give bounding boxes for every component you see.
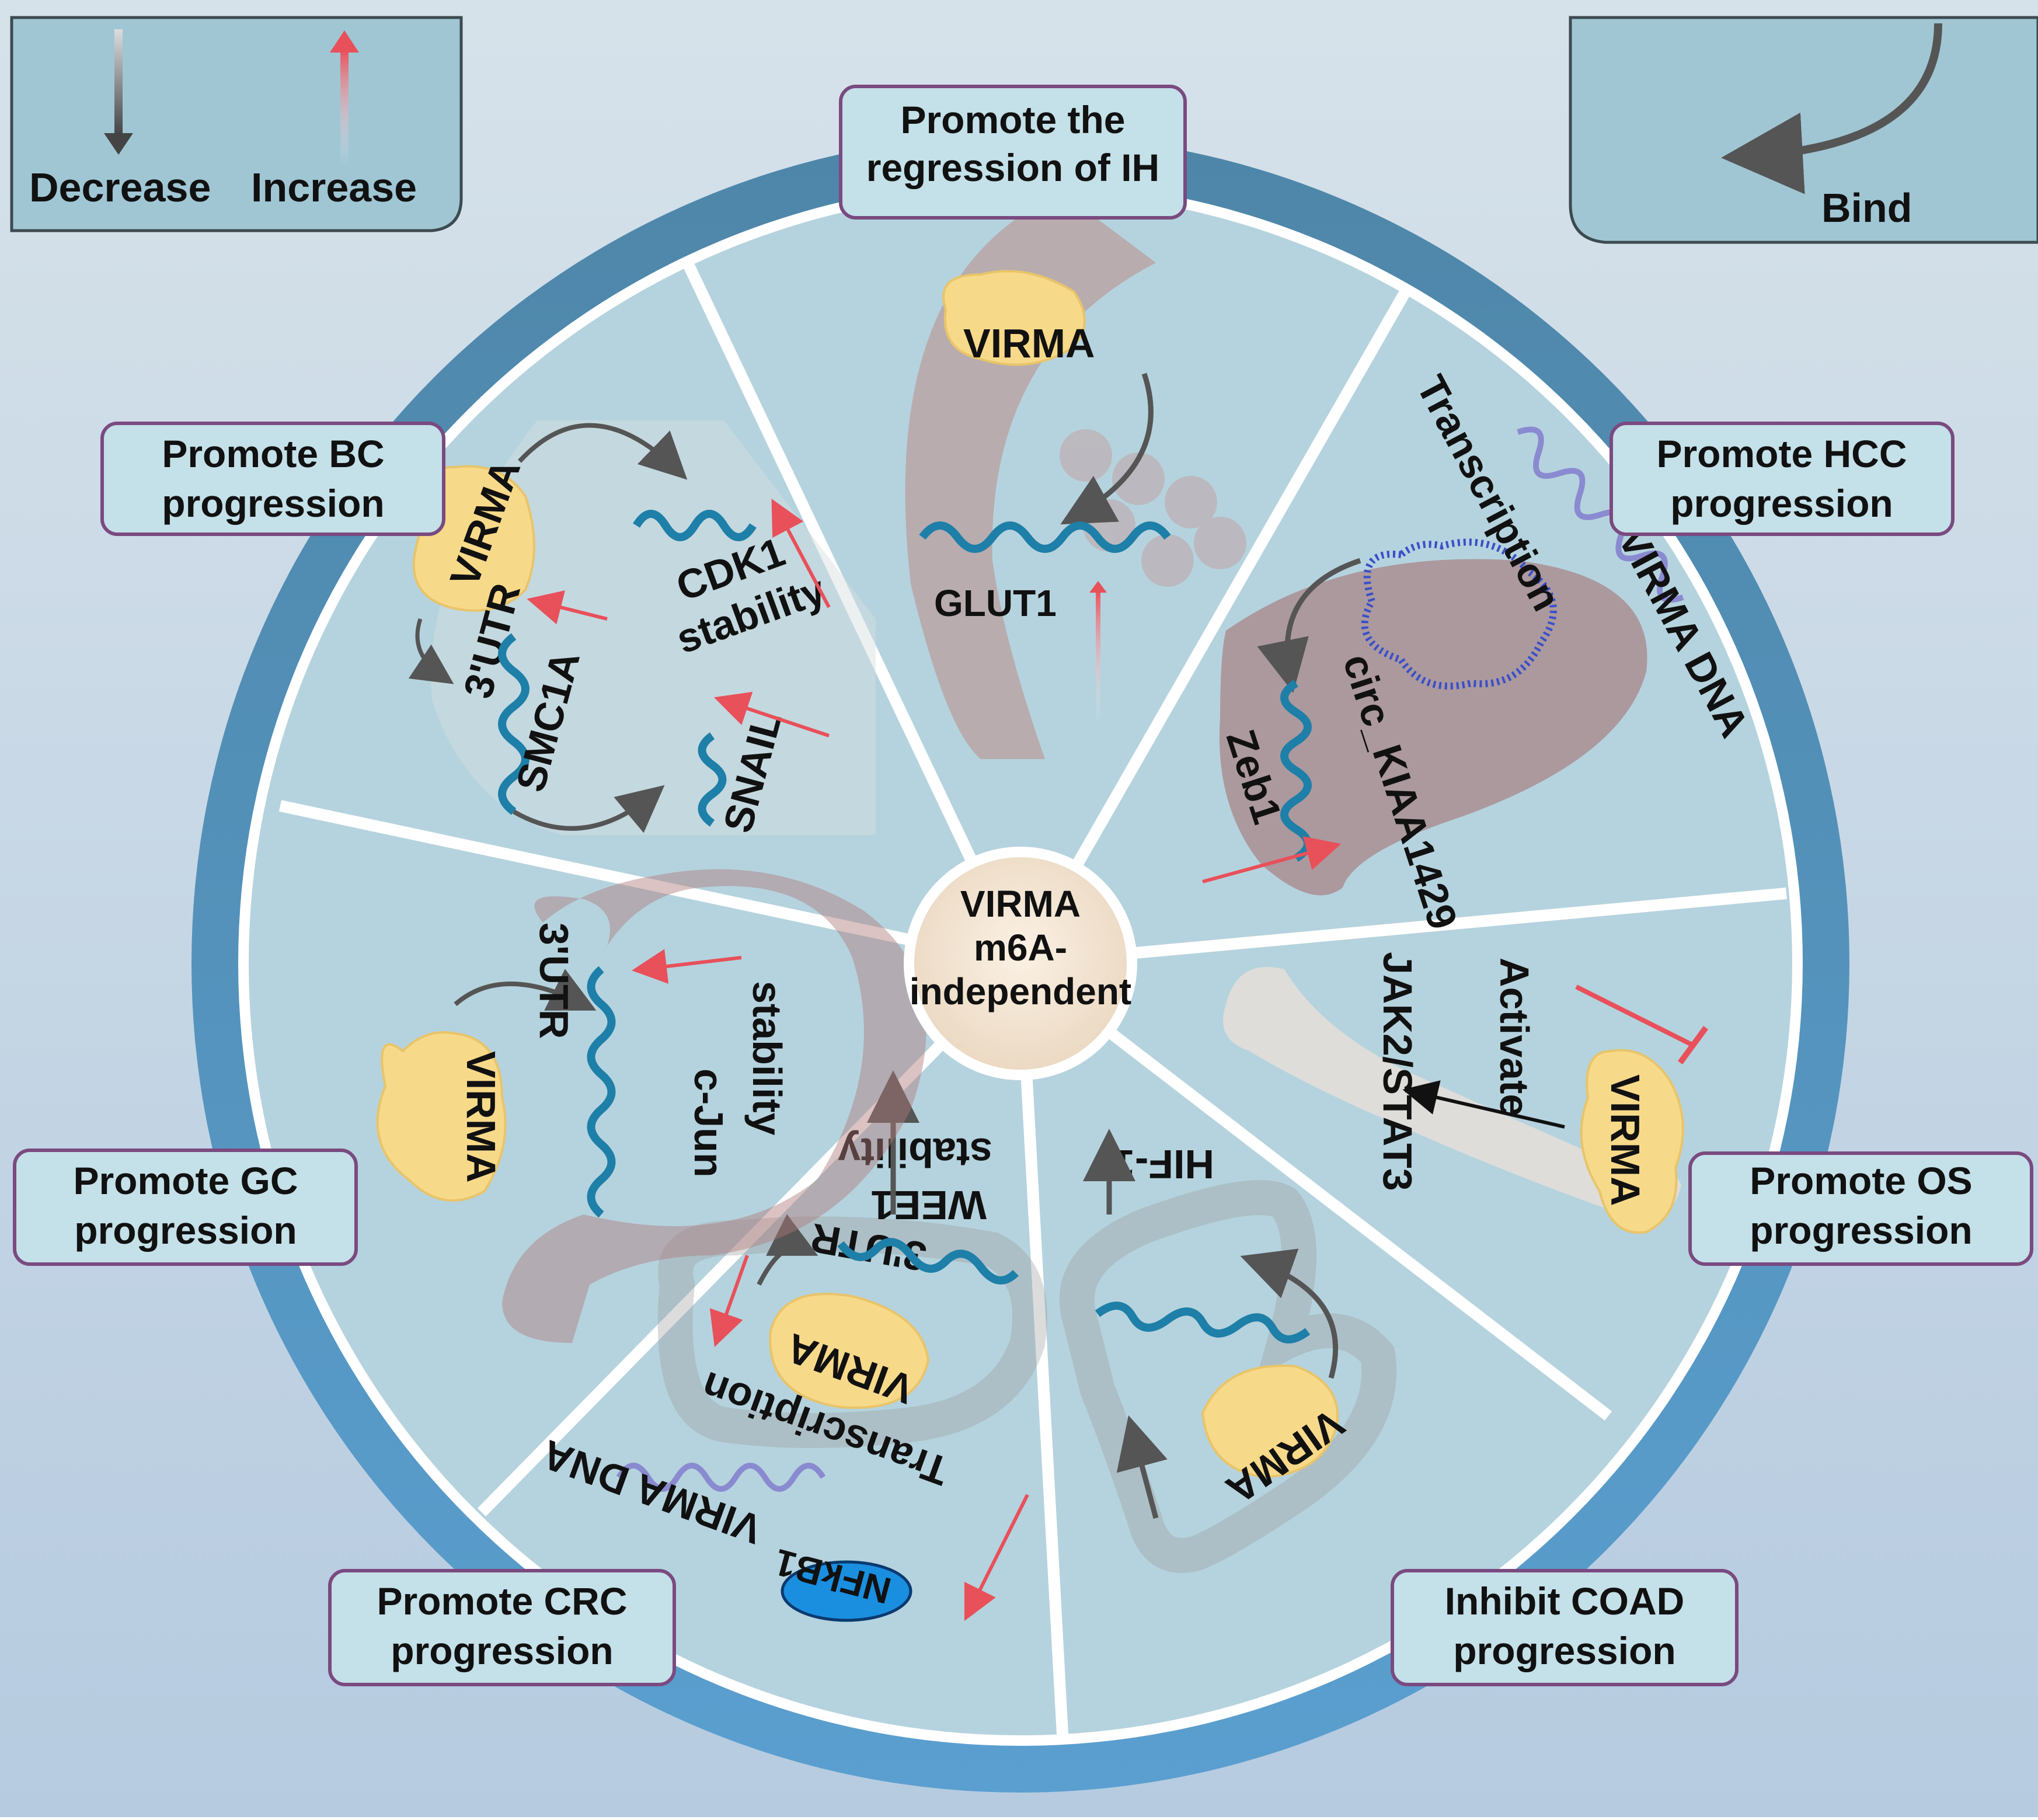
coad-flow-arrow <box>1116 1415 1168 1519</box>
gc-increase-arrow <box>632 949 742 984</box>
legend-decrease-label: Decrease <box>29 165 211 210</box>
virma-blob-coad <box>1201 1365 1339 1479</box>
legend-increase-label: Increase <box>251 165 417 210</box>
coad-bind-arrow <box>1240 1248 1338 1379</box>
box-hcc: Promote HCC progression <box>1610 422 1955 536</box>
box-hcc-line2: progression <box>1670 482 1893 525</box>
box-coad-line2: progression <box>1453 1629 1675 1672</box>
box-coad: Inhibit COAD progression <box>1391 1569 1739 1686</box>
colon-organ-crc <box>657 1216 1047 1448</box>
center-line3: independent <box>910 970 1131 1012</box>
capillary-cluster <box>1060 429 1246 587</box>
legend-bind-label: Bind <box>1821 185 1912 231</box>
center-line2: m6A- <box>974 927 1067 969</box>
virma-blob-ih <box>942 270 1086 366</box>
bc-bind-arrow-top <box>518 423 688 480</box>
crc-dna-helix-icon <box>616 1463 826 1492</box>
os-pathway-label: JAK2/STAT3 <box>1375 952 1420 1191</box>
legend-panel-right: Bind <box>1569 16 2038 244</box>
ih-bind-arrow <box>1060 373 1154 525</box>
circ-rna-ring <box>1361 538 1557 690</box>
virma-blob-os <box>1580 1049 1684 1234</box>
box-bc-line1: Promote BC <box>162 432 384 475</box>
box-hcc-line1: Promote HCC <box>1656 432 1907 475</box>
box-bc-line2: progression <box>162 482 384 525</box>
cdk1-rna <box>633 510 757 541</box>
stomach-organ <box>502 869 926 1343</box>
crc-dna-increase-arrow <box>964 1494 1029 1621</box>
bc-snail-increase-arrow <box>713 691 830 737</box>
snail-rna <box>698 732 727 827</box>
bind-arrow-icon <box>1721 23 1942 194</box>
gc-virma-label: VIRMA <box>458 1051 504 1183</box>
ih-virma-label: VIRMA <box>963 321 1095 366</box>
box-coad-line1: Inhibit COAD <box>1445 1579 1685 1623</box>
gc-bind-arrow <box>454 969 597 1011</box>
box-gc-line1: Promote GC <box>73 1159 298 1202</box>
cjun-rna <box>587 966 616 1218</box>
gc-stability-label: stability <box>744 981 790 1136</box>
nfkb1-badge <box>781 1560 912 1622</box>
decrease-arrow-icon <box>104 29 133 155</box>
sector-os: JAK2/STAT3 Activate VIRMA <box>1223 952 1709 1234</box>
increase-arrow-icon <box>330 30 359 166</box>
box-ih-line2: regression of IH <box>866 146 1159 189</box>
box-crc: Promote CRC progression <box>328 1569 676 1686</box>
ih-increase-arrow <box>1089 581 1107 724</box>
hcc-increase-arrow <box>1202 836 1342 883</box>
bc-bind-arrow-bottom <box>512 785 665 833</box>
ih-glut1-label: GLUT1 <box>934 582 1057 624</box>
gc-cjun-label: c-Jun <box>686 1069 731 1178</box>
box-os-line2: progression <box>1750 1209 1972 1252</box>
bc-cdk1-increase-arrow <box>771 499 831 608</box>
box-gc-line2: progression <box>74 1209 297 1252</box>
os-activate-arrow <box>1402 1080 1565 1129</box>
glut1-rna <box>919 521 1171 553</box>
virma-blob-gc <box>376 1031 507 1202</box>
coad-hif1-label: HIF-1 <box>1112 1142 1214 1187</box>
crc-stability-label: stability <box>838 1130 992 1175</box>
os-virma-label: VIRMA <box>1602 1074 1648 1206</box>
box-crc-line1: Promote CRC <box>377 1579 627 1623</box>
center-hub: VIRMA m6A- independent <box>904 847 1137 1080</box>
wee1-rna <box>837 1238 1019 1285</box>
gc-utr-label: 3'UTR <box>531 923 577 1039</box>
os-inhibit-arrow <box>1575 984 1694 1048</box>
smc1a-rna <box>498 633 529 815</box>
breast-tissue <box>431 420 876 835</box>
sector-ih: VIRMA GLUT1 <box>905 193 1246 759</box>
sector-gc: VIRMA 3'UTR c-Jun stability <box>376 869 926 1343</box>
zeb1-rna <box>1280 680 1312 862</box>
sector-bc: VIRMA CDK1 stability 3'UTR SMC1A SNAIL <box>408 420 876 837</box>
hcc-dna-helix-icon <box>1517 426 1684 603</box>
bc-smc1a-increase-arrow <box>527 590 608 625</box>
colon-organ <box>1059 1180 1397 1573</box>
box-crc-line2: progression <box>391 1629 613 1672</box>
box-os: Promote OS progression <box>1688 1151 2033 1266</box>
box-bc: Promote BC progression <box>100 422 445 536</box>
virma-blob-crc <box>769 1293 930 1409</box>
hcc-bind-arrow <box>1257 558 1361 693</box>
center-line1: VIRMA <box>960 883 1081 925</box>
hif1-rna <box>1095 1302 1311 1344</box>
bc-utr-arrow <box>408 618 454 684</box>
box-ih: Promote the regression of IH <box>839 85 1187 220</box>
box-os-line1: Promote OS <box>1750 1159 1972 1202</box>
legend-panel-left: Decrease Increase <box>10 16 463 232</box>
crc-increase-arrow <box>709 1254 749 1347</box>
box-ih-line1: Promote the <box>900 98 1125 141</box>
box-gc: Promote GC progression <box>13 1149 358 1266</box>
femur-bone <box>1223 967 1681 1220</box>
sector-crc: stability WEE1 3'UTR VIRMA Transcription… <box>536 1070 1047 1622</box>
crc-bind-arrow <box>757 1214 818 1286</box>
os-activate-label: Activate <box>1492 958 1537 1116</box>
crc-wee1-label: WEE1 <box>871 1182 987 1228</box>
sector-dividers <box>278 263 1787 1735</box>
